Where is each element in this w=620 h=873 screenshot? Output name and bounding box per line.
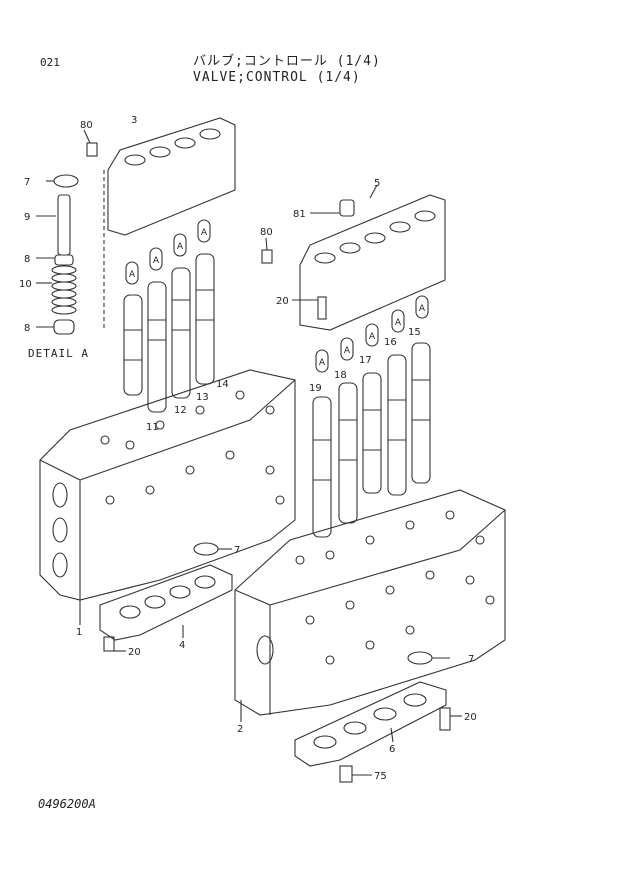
- bolt-20-right: [439, 707, 451, 731]
- callout-2: 2: [237, 724, 243, 735]
- callout-7a: 7: [24, 177, 30, 188]
- callout-9: 9: [24, 212, 30, 223]
- callout-20b: 20: [128, 647, 141, 658]
- detail-a-group: [36, 170, 105, 335]
- spools-15-19: [312, 342, 431, 538]
- callout-1: 1: [76, 627, 82, 638]
- callout-20c: 20: [464, 712, 477, 723]
- spool-tags-left: [125, 219, 211, 285]
- callout-8b: 8: [24, 323, 30, 334]
- callout-11: 11: [146, 422, 159, 433]
- cap-3: [107, 117, 236, 236]
- tag-a-8: A: [395, 318, 402, 328]
- screw-80: [86, 142, 98, 157]
- title-japanese: バルブ;コントロール (1/4): [193, 54, 381, 69]
- tag-a-2: A: [153, 256, 160, 266]
- retainer-8b: [53, 319, 75, 335]
- valve-body-1: [39, 369, 296, 601]
- tag-a-7: A: [369, 332, 376, 342]
- callout-10: 10: [19, 279, 32, 290]
- valve-assembly-left: [39, 117, 296, 652]
- callout-16: 16: [384, 337, 397, 348]
- tag-a-9: A: [419, 304, 426, 314]
- o-ring-7-left: [193, 542, 219, 556]
- callout-12: 12: [174, 405, 187, 416]
- retainer-8: [54, 254, 74, 266]
- callout-80a: 80: [80, 120, 93, 131]
- tag-a-4: A: [201, 228, 208, 238]
- callout-5: 5: [374, 178, 380, 189]
- bolt-20-top: [317, 296, 327, 320]
- spool-9: [57, 194, 71, 256]
- callout-17: 17: [359, 355, 372, 366]
- callout-81: 81: [293, 209, 306, 220]
- o-ring-7: [53, 174, 79, 188]
- callout-20a: 20: [276, 296, 289, 307]
- spools-11-14: [123, 253, 215, 413]
- callout-14: 14: [216, 379, 229, 390]
- page-number: 021: [40, 56, 60, 69]
- callout-15: 15: [408, 327, 421, 338]
- callout-19: 19: [309, 383, 322, 394]
- callout-18: 18: [334, 370, 347, 381]
- callout-3: 3: [131, 115, 137, 126]
- bolt-20-left: [103, 636, 115, 652]
- tag-a-1: A: [129, 270, 136, 280]
- o-ring-7-right: [407, 651, 433, 665]
- callout-4: 4: [179, 640, 185, 651]
- callout-80b: 80: [260, 227, 273, 238]
- callout-7c: 7: [468, 654, 474, 665]
- callout-7b: 7: [234, 545, 240, 556]
- tag-a-6: A: [344, 346, 351, 356]
- callout-6: 6: [389, 744, 395, 755]
- drawing-code: 0496200A: [38, 797, 96, 811]
- bolt-75: [339, 765, 353, 783]
- callout-13: 13: [196, 392, 209, 403]
- cap-5: [299, 194, 446, 331]
- cover-6: [294, 681, 447, 767]
- plug-81: [339, 199, 355, 217]
- callout-8a: 8: [24, 254, 30, 265]
- callout-75: 75: [374, 771, 387, 782]
- screw-80-right: [261, 249, 273, 264]
- tag-a-5: A: [319, 358, 326, 368]
- spool-tags-right: [315, 295, 429, 373]
- spool-tag-letters: A A A A A A A A A: [129, 228, 426, 368]
- valve-assembly-right: [234, 184, 506, 783]
- valve-body-2: [234, 489, 506, 716]
- detail-a-label: DETAIL A: [28, 347, 89, 360]
- cover-4: [99, 564, 233, 641]
- spring-10: [51, 265, 77, 315]
- title-english: VALVE;CONTROL (1/4): [193, 70, 361, 85]
- tag-a-3: A: [177, 242, 184, 252]
- callout-labels: 80 3 7 9 8 10 8 5 81 80 20 14 13 12 11 1…: [19, 115, 477, 782]
